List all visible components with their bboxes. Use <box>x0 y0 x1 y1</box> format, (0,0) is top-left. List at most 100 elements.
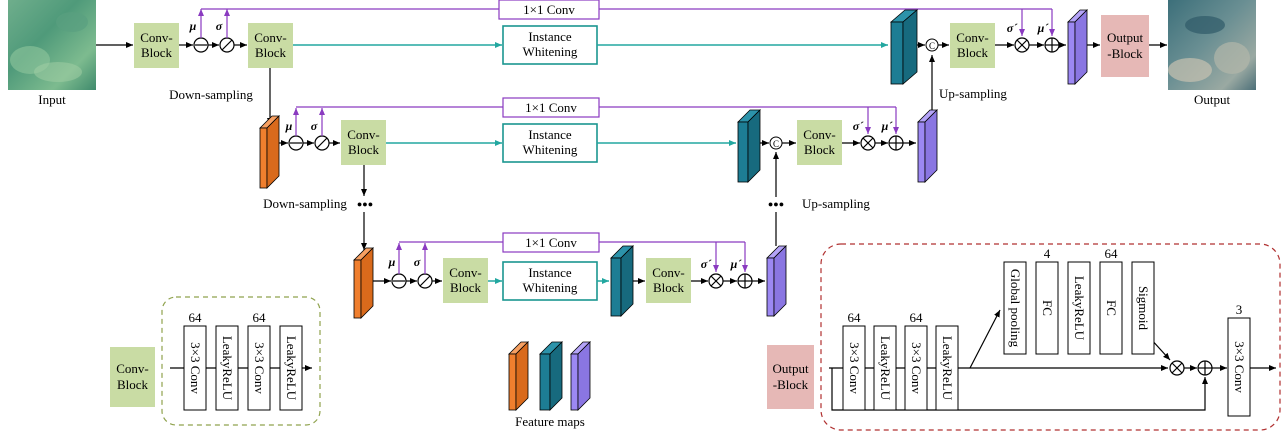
conv-detail-layer-4-label: LeakyReLU <box>284 336 299 401</box>
add-op-icon <box>1044 37 1060 53</box>
multiply-op-icon <box>708 273 724 289</box>
conv-block-dec-1: Conv- Block <box>950 23 995 68</box>
output-block-label-1: Output <box>1107 30 1144 45</box>
feature-map-purple-mid <box>917 109 938 183</box>
sigma-label: σ <box>414 255 421 269</box>
whitening-label-2: Whitening <box>523 142 578 157</box>
feature-map-legend-purple <box>570 341 591 411</box>
output-final-conv-channels: 3 <box>1236 302 1243 317</box>
conv-block-enc-3: Conv- Block <box>341 120 386 165</box>
output-detail-layer-2-label: LeakyReLU <box>878 336 893 401</box>
sigma-prime-label: σ´ <box>701 257 712 271</box>
multiply-op-icon <box>1014 37 1030 53</box>
down-sampling-label-1: Down-sampling <box>169 87 253 102</box>
output-block-legend-block: Output -Block <box>767 345 814 409</box>
output-final-conv-label: 3×3 Conv <box>1232 341 1247 393</box>
output-block-label-2: -Block <box>773 377 809 392</box>
output-final-conv: 3×3 Conv 3 <box>1227 302 1251 417</box>
conv-block-label-2: Block <box>117 377 149 392</box>
attention-layer-2-label: FC <box>1040 300 1055 316</box>
conv1x1-block-mid: 1×1 Conv <box>502 97 600 118</box>
sigma-prime-label: σ´ <box>1007 21 1018 35</box>
whitening-label-2: Whitening <box>523 280 578 295</box>
conv-block-label-1: Conv- <box>652 265 685 280</box>
conv-block-label-2: Block <box>348 142 380 157</box>
conv-detail-layer-1-channels: 64 <box>189 310 203 325</box>
conv-block-dec-3: Conv- Block <box>646 258 691 303</box>
conv-block-label-1: Conv- <box>116 361 149 376</box>
attention-layer-2: FC 4 <box>1035 246 1059 355</box>
attention-layer-5-label: Sigmoid <box>1136 286 1151 331</box>
conv-block-label-1: Conv- <box>254 30 287 45</box>
feature-map-legend-teal <box>539 341 563 411</box>
output-detail-layer-1-channels: 64 <box>848 310 862 325</box>
instance-whitening-bottom: Instance Whitening <box>502 261 598 301</box>
mu-label: μ <box>388 255 396 269</box>
concat-label: C <box>929 41 935 51</box>
conv-detail-layer-2-label: LeakyReLU <box>220 336 235 401</box>
feature-map-teal-top <box>889 9 919 85</box>
conv-block-detail-frame <box>161 296 321 426</box>
conv-detail-layer-1-label: 3×3 Conv <box>188 342 203 394</box>
input-image <box>8 0 96 90</box>
divide-op-icon <box>314 135 330 151</box>
feature-map-teal-bottom <box>610 245 634 317</box>
output-detail-layer-4: LeakyReLU <box>935 325 959 411</box>
output-detail-layer-4-label: LeakyReLU <box>940 336 955 401</box>
output-block-label-2: -Block <box>1107 46 1143 61</box>
divide-op-icon <box>417 273 433 289</box>
conv-block-enc-1: Conv- Block <box>134 23 179 68</box>
sigma-label: σ <box>216 19 223 33</box>
attention-layer-3: LeakyReLU <box>1067 261 1091 355</box>
output-detail-layer-2: LeakyReLU <box>873 325 897 411</box>
mu-label: μ <box>189 19 197 33</box>
conv-block-dec-2: Conv- Block <box>797 120 842 165</box>
conv-detail-layer-2: LeakyReLU <box>215 325 239 411</box>
feature-maps-caption: Feature maps <box>515 414 585 429</box>
sigma-label: σ <box>311 119 318 133</box>
subtract-op-icon <box>193 37 209 53</box>
feature-map-purple-top <box>1067 9 1088 85</box>
output-image <box>1168 0 1256 90</box>
up-sampling-label-1: Up-sampling <box>939 86 1007 101</box>
output-label: Output <box>1194 92 1231 107</box>
feature-map-teal-mid <box>737 109 761 183</box>
add-op-icon <box>737 273 753 289</box>
multiply-op-icon <box>1169 360 1185 376</box>
divide-op-icon <box>219 37 235 53</box>
sigma-prime-label: σ´ <box>853 119 864 133</box>
attention-layer-2-channels: 4 <box>1044 246 1051 261</box>
conv-block-label-2: Block <box>255 45 287 60</box>
instance-whitening-mid: Instance Whitening <box>502 123 598 163</box>
mu-prime-label: μ´ <box>881 119 894 133</box>
attention-layer-3-label: LeakyReLU <box>1072 276 1087 341</box>
conv1x1-block-bottom: 1×1 Conv <box>502 232 600 253</box>
down-sampling-label-2: Down-sampling <box>263 196 347 211</box>
conv-block-label-1: Conv- <box>449 265 482 280</box>
subtract-op-icon <box>288 135 304 151</box>
conv-block-label-2: Block <box>653 280 685 295</box>
mu-label: μ <box>285 119 293 133</box>
output-block-top: Output -Block <box>1101 15 1149 77</box>
mu-prime-label: μ´ <box>730 257 743 271</box>
subtract-op-icon <box>391 273 407 289</box>
attention-layer-4-label: FC <box>1104 300 1119 316</box>
dots-down: ●●● <box>357 199 373 209</box>
feature-map-orange-mid <box>259 115 280 189</box>
attention-layer-5: Sigmoid <box>1131 261 1155 355</box>
conv-block-enc-2: Conv- Block <box>248 23 293 68</box>
conv-detail-layer-4: LeakyReLU <box>279 325 303 411</box>
conv-block-label-1: Conv- <box>347 127 380 142</box>
concat-label: C <box>773 139 779 149</box>
conv-block-label-2: Block <box>141 45 173 60</box>
conv-block-label-2: Block <box>957 45 989 60</box>
conv-block-legend-block: Conv- Block <box>110 347 155 407</box>
conv-block-label-1: Conv- <box>140 30 173 45</box>
conv-detail-layer-3-label: 3×3 Conv <box>252 342 267 394</box>
conv-block-enc-4: Conv- Block <box>443 258 488 303</box>
